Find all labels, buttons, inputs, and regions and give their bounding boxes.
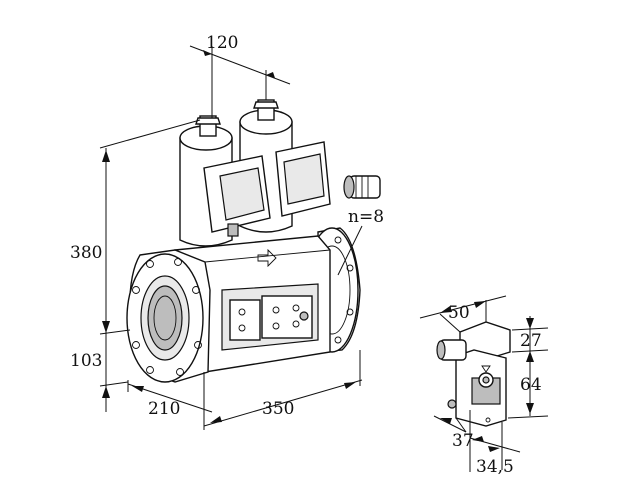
label-50: 50 xyxy=(448,303,470,323)
valve-body xyxy=(174,235,331,373)
label-screw-count: n=8 xyxy=(348,207,384,227)
connector-left xyxy=(203,155,271,237)
label-380: 380 xyxy=(70,243,102,263)
valve-assembly xyxy=(126,99,381,383)
connector-right xyxy=(275,141,331,217)
label-37: 37 xyxy=(452,431,474,451)
dimension-labels: 120 380 103 210 350 n=8 50 27 64 37 34,5 xyxy=(70,33,542,477)
position-switch xyxy=(436,321,511,427)
label-27: 27 xyxy=(520,331,542,351)
label-34-5: 34,5 xyxy=(476,457,514,477)
switch-dimension-lines xyxy=(419,295,549,472)
dimension-lines xyxy=(99,45,363,430)
label-210: 210 xyxy=(148,399,180,419)
label-103: 103 xyxy=(70,351,102,371)
front-flange xyxy=(126,249,211,383)
label-64: 64 xyxy=(520,375,542,395)
label-350: 350 xyxy=(262,399,294,419)
cable-gland xyxy=(343,175,381,199)
label-120: 120 xyxy=(206,33,238,53)
